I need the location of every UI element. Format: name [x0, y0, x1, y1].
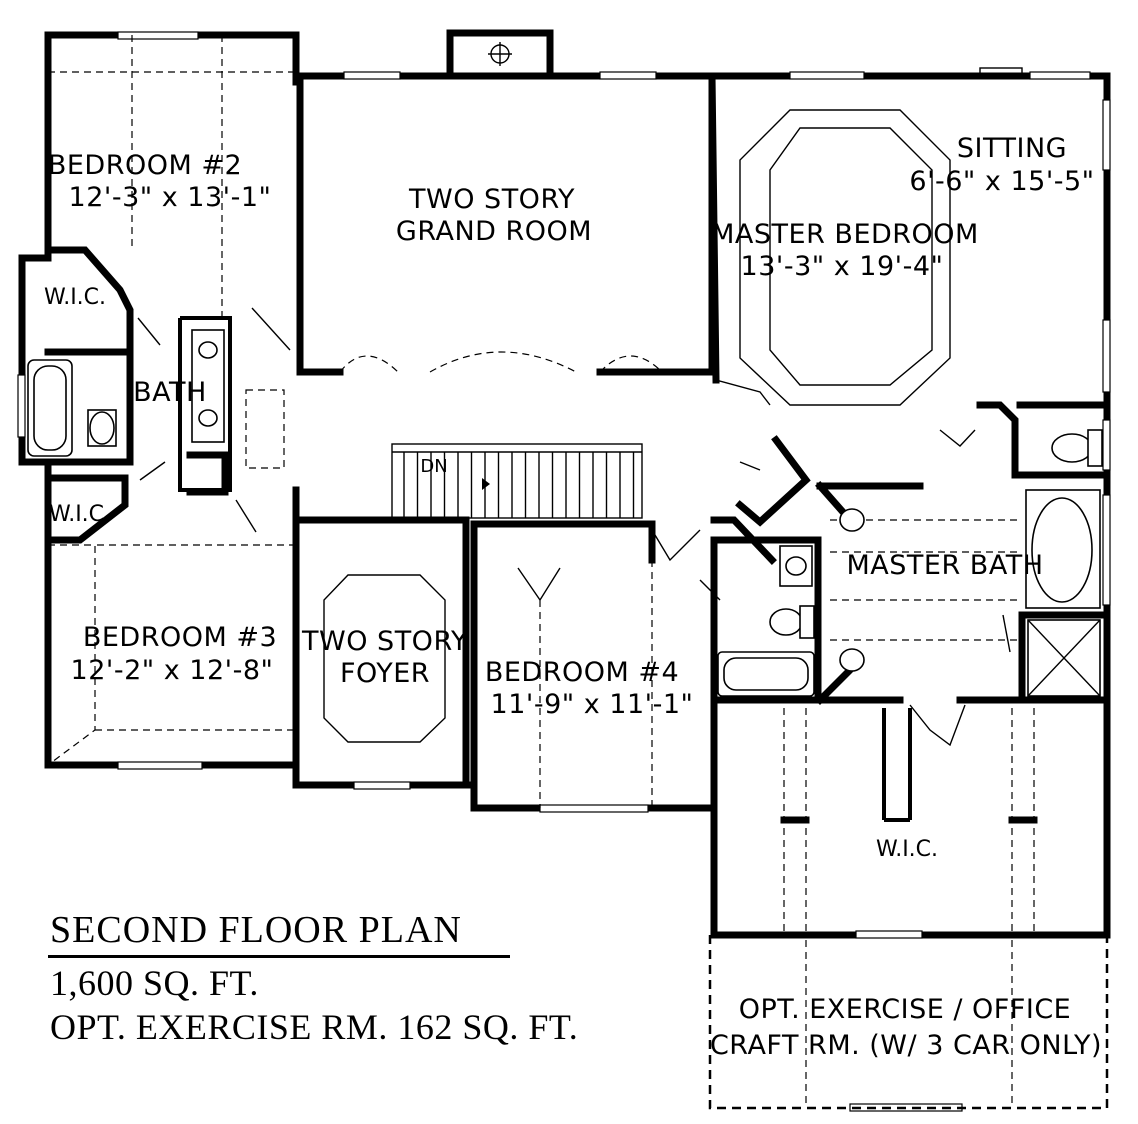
bedroom4-name: BEDROOM #4 [485, 657, 679, 688]
bedroom3-size: 12'-2" x 12'-8" [71, 655, 274, 686]
optional-room-area: OPT. EXERCISE RM. 162 SQ. FT. [50, 1007, 579, 1047]
bedroom2-name: BEDROOM #2 [48, 150, 242, 181]
master-bedroom-name: MASTER BEDROOM [711, 219, 979, 250]
bedroom4-size: 11'-9" x 11'-1" [491, 689, 694, 720]
interior-walls [44, 72, 1111, 824]
bath-fixtures [27, 42, 1103, 697]
foyer-line2: FOYER [340, 658, 430, 689]
sitting-size: 6'-6" x 15'-5" [909, 166, 1094, 197]
plan-title: SECOND FLOOR PLAN [50, 909, 462, 951]
wic-upper-label: W.I.C. [44, 285, 106, 310]
bath-label: BATH [133, 377, 207, 408]
stair-down-label: DN [420, 456, 447, 477]
title-underline [48, 955, 510, 958]
foyer-line1: TWO STORY [301, 626, 468, 657]
bedroom3-name: BEDROOM #3 [83, 622, 277, 653]
opt-room-line2: CRAFT RM. (W/ 3 CAR ONLY) [710, 1030, 1102, 1061]
bedroom2-size: 12'-3" x 13'-1" [69, 182, 272, 213]
grand-room-line2: GRAND ROOM [396, 216, 592, 247]
door-swings [137, 307, 1011, 747]
opt-room-line1: OPT. EXERCISE / OFFICE [739, 994, 1071, 1025]
wic-lower-label: W.I.C. [49, 502, 111, 527]
floor-area: 1,600 SQ. FT. [50, 963, 259, 1003]
ceiling-lines [47, 35, 1109, 1110]
room-labels: BEDROOM #2 12'-3" x 13'-1" TWO STORY GRA… [44, 133, 1102, 1061]
master-bedroom-size: 13'-3" x 19'-4" [741, 251, 944, 282]
grand-room-line1: TWO STORY [408, 184, 575, 215]
sitting-name: SITTING [957, 133, 1067, 164]
staircase [391, 443, 643, 519]
master-bath-label: MASTER BATH [847, 550, 1044, 581]
master-wic-label: W.I.C. [876, 837, 938, 862]
